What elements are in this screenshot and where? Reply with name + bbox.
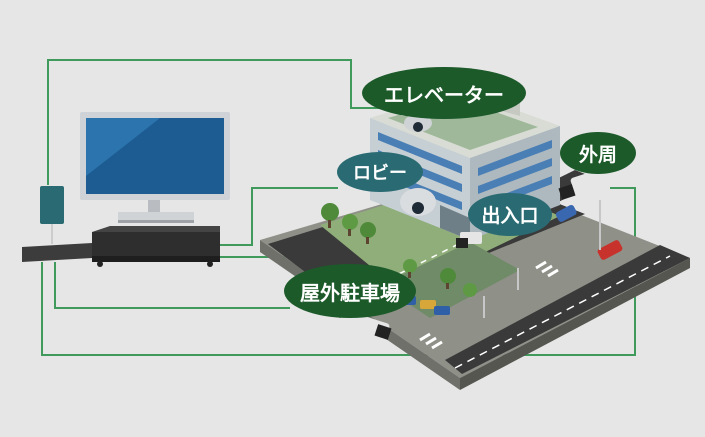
- cable-elevator: [47, 59, 400, 185]
- recorder-icon: [22, 226, 220, 267]
- label-entrance: 出入口: [468, 193, 552, 236]
- adapter-icon: [40, 186, 64, 244]
- street-poles: [483, 200, 601, 318]
- crosswalk: [419, 260, 559, 350]
- tree-icon: [321, 203, 477, 297]
- label-lobby: ロビー: [337, 152, 423, 192]
- cable-lobby: [220, 187, 338, 246]
- label-perimeter: 外周: [560, 132, 636, 174]
- cable-perimeter: [41, 187, 636, 356]
- bullet-camera-icon: [348, 167, 614, 343]
- cable-parking: [54, 262, 290, 309]
- label-elevator: エレベーター: [362, 67, 526, 119]
- monitor-icon: [80, 112, 230, 223]
- label-outdoor-parking: 屋外駐車場: [284, 264, 416, 318]
